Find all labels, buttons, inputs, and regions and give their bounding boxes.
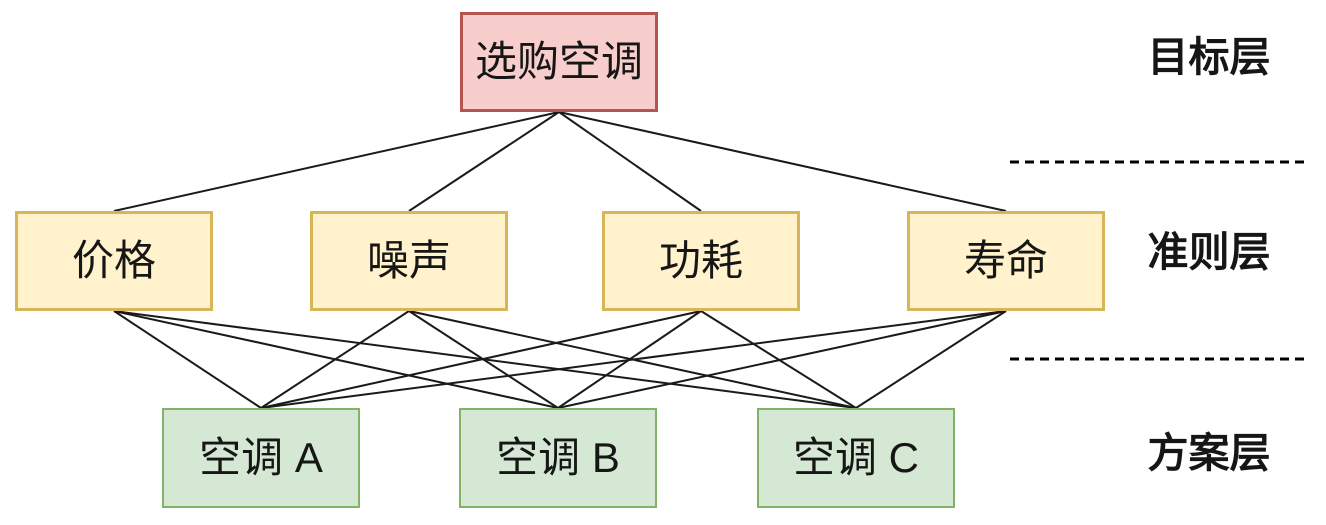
node-label: 选购空调 <box>474 38 643 85</box>
node-label: 空调 C <box>792 434 919 481</box>
edge-goal-c0 <box>113 111 560 212</box>
node-criterion-noise: 噪声 <box>310 211 508 311</box>
node-alternative-ac-c: 空调 C <box>757 408 955 508</box>
edge-goal-c2 <box>558 111 702 212</box>
edge-c3-a0 <box>260 310 1007 409</box>
node-label: 寿命 <box>963 237 1048 284</box>
layer-label-goal: 目标层 <box>1147 34 1271 80</box>
node-label: 空调 A <box>199 434 323 481</box>
edge-goal-c1 <box>408 111 560 212</box>
node-label: 噪声 <box>366 237 451 284</box>
edge-c3-a2 <box>855 310 1007 409</box>
layer-label-alternatives: 方案层 <box>1147 430 1271 476</box>
node-criterion-power-consumption: 功耗 <box>602 211 800 311</box>
node-label: 空调 B <box>496 434 620 481</box>
node-label: 价格 <box>71 237 156 284</box>
node-criterion-lifespan: 寿命 <box>907 211 1105 311</box>
layer-label-criteria: 准则层 <box>1147 229 1271 275</box>
edge-goal-c3 <box>558 111 1007 212</box>
node-alternative-ac-a: 空调 A <box>162 408 360 508</box>
node-criterion-price: 价格 <box>15 211 213 311</box>
node-alternative-ac-b: 空调 B <box>459 408 657 508</box>
edge-c0-a0 <box>113 310 262 409</box>
edge-c3-a1 <box>557 310 1007 409</box>
edge-c1-a0 <box>260 310 410 409</box>
node-label: 功耗 <box>658 237 743 284</box>
edge-c2-a0 <box>260 310 702 409</box>
node-goal-select-air-conditioner: 选购空调 <box>460 12 658 112</box>
